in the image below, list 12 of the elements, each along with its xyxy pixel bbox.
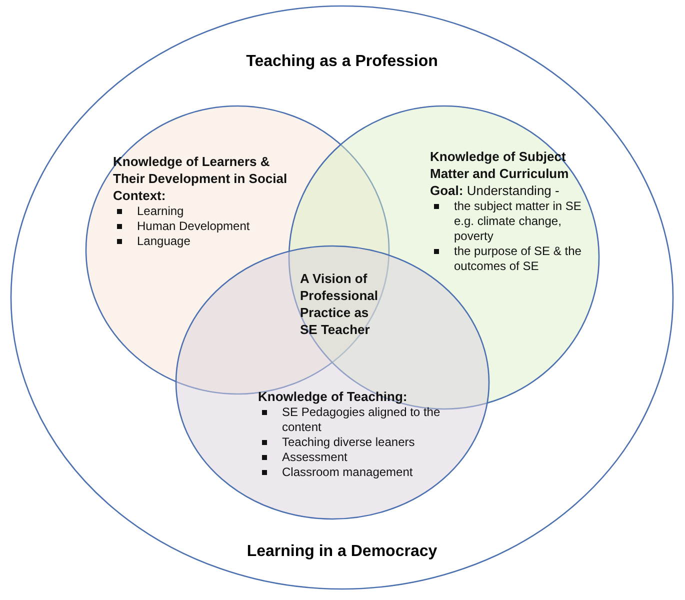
center-text: A Vision of Professional Practice as SE Teacher: [300, 270, 385, 338]
bullet-item: Assessment: [258, 450, 458, 465]
frame-title: Teaching as a Profession: [245, 53, 439, 71]
frame-title: Learning in a Democracy: [246, 543, 438, 561]
bullet-item: Classroom management: [258, 465, 458, 480]
bullet-item: Learning: [113, 204, 293, 219]
bullet-item: Human Development: [113, 219, 293, 234]
bullet-item: Language: [113, 234, 293, 249]
circle-heading: Knowledge of Teaching:: [258, 388, 408, 405]
bullet-item: SE Pedagogies aligned to the content: [258, 405, 458, 435]
bullet-item: the purpose of SE & the outcomes of SE: [430, 244, 602, 274]
bullet-item: Teaching diverse leaners: [258, 435, 458, 450]
